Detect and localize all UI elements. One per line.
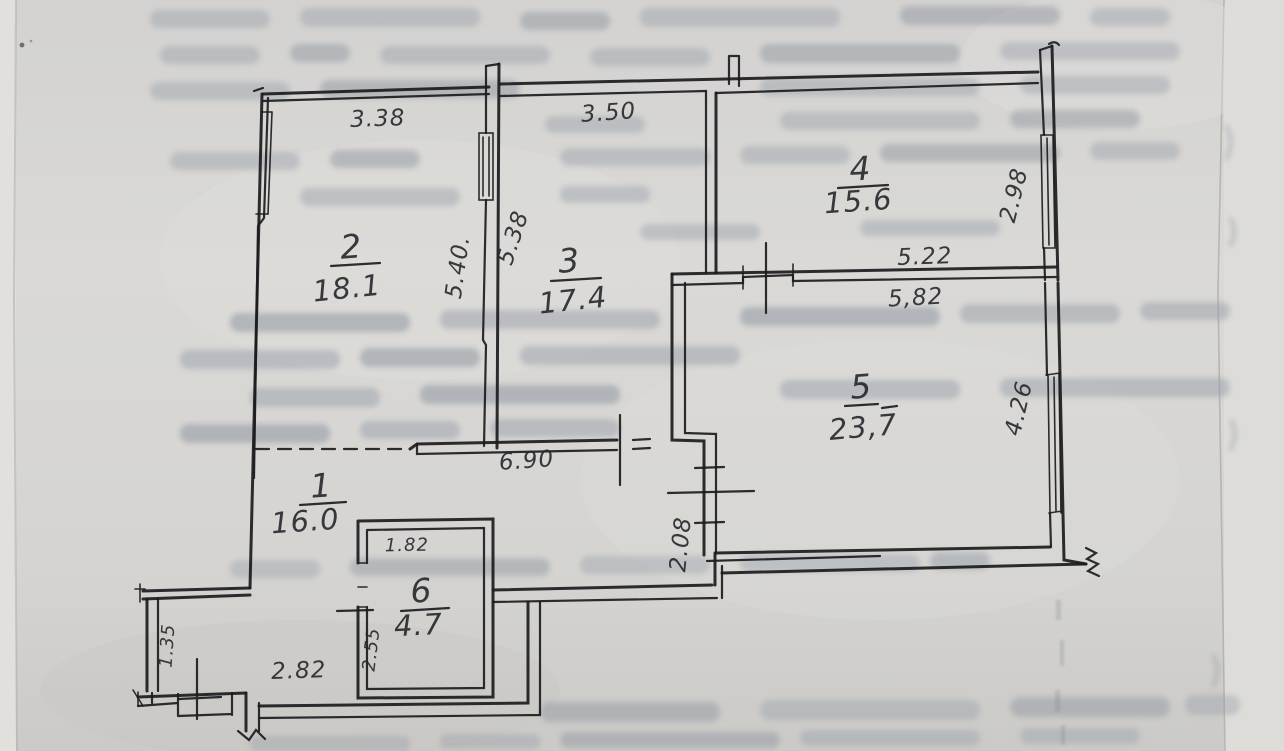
room-4-area: 15.6 [823,182,894,221]
dim-room6-width: 1.82 [385,535,429,557]
dim-entry-depth: 1.35 [156,623,180,668]
room-3-number: 3 [557,240,582,280]
room-2-area: 18.1 [311,268,383,309]
room-6-area: 4.7 [393,607,444,644]
dim-top-room3: 3.50 [580,98,637,128]
room-2-number: 2 [339,226,364,266]
dim-top-room2: 3.38 [350,105,406,133]
bleedthrough-parentheses [1211,125,1237,688]
dim-entry-width: 2.82 [271,657,327,685]
dim-room4-width: 5.22 [897,243,953,271]
smudge-marks [1055,600,1065,745]
room-number-underlines [298,183,899,613]
dimension-ticks [177,241,768,721]
room-1-area: 16.0 [270,502,341,541]
dim-corridor-pass: 2.08 [665,515,697,573]
room-3-area: 17.4 [537,280,609,321]
bleedthrough-text [150,6,1240,751]
dim-corridor-width: 6.90 [498,446,555,476]
room-1-number: 1 [309,465,334,505]
dim-room5-width: 5,82 [887,284,944,313]
room-labels: 1 16.0 2 18.1 3 17.4 4 15.6 5 23,7 6 4.7 [270,148,899,643]
room-5-area: 23,7 [827,407,898,447]
room-5-number: 5 [849,366,874,406]
room-6-number: 6 [409,570,433,610]
plan-walls [132,41,1101,742]
room-4-number: 4 [848,148,872,188]
